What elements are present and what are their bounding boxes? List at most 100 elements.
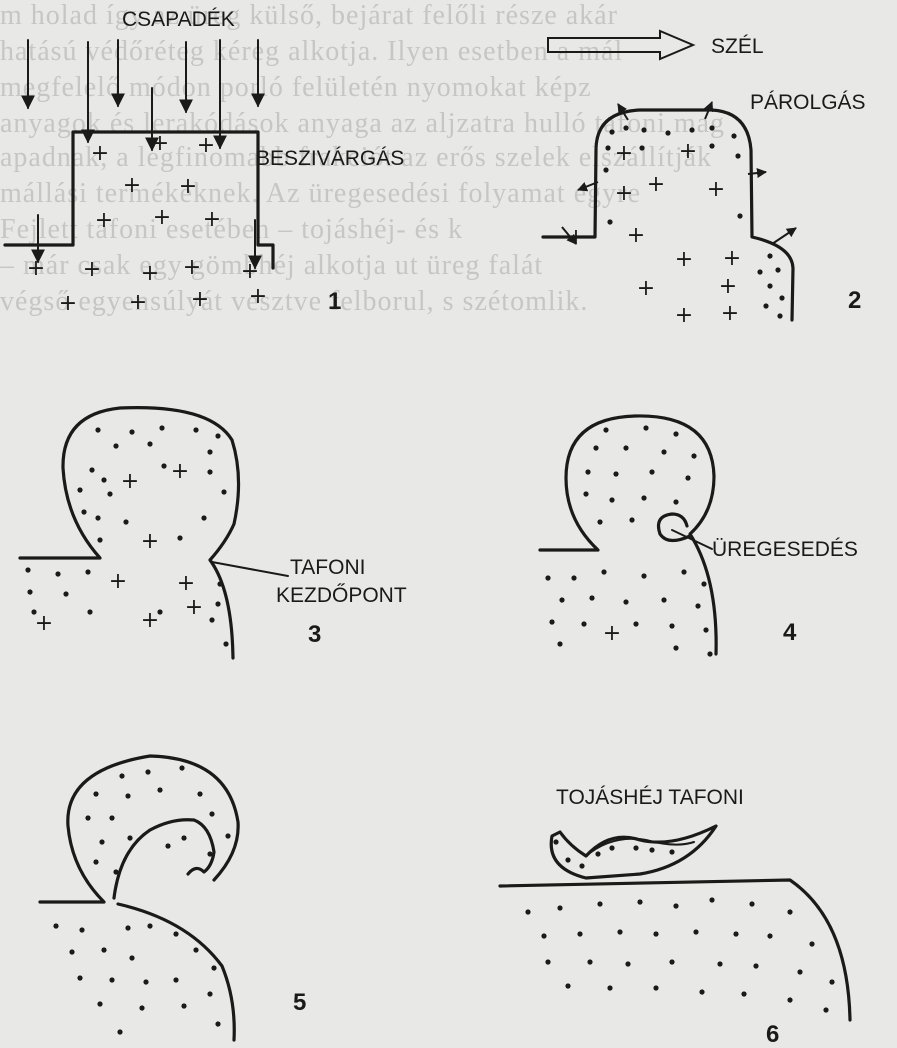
salt-grain-dot [623, 125, 628, 130]
salt-grain-dot [95, 515, 100, 520]
salt-grain-dot [107, 491, 112, 496]
salt-grain-dot [211, 965, 216, 970]
salt-grain-dot [225, 833, 230, 838]
moisture-plus-mark: + [203, 207, 221, 232]
moisture-plus-mark: + [627, 223, 645, 248]
panel-4-hollowing: ÜREGESEDÉS 4 + [540, 416, 858, 657]
tafoni-start-pointer [212, 562, 288, 576]
salt-grain-dot [99, 839, 104, 844]
wind-arrow [548, 31, 693, 59]
salt-grain-dot [661, 597, 666, 602]
salt-grain-dot [207, 469, 212, 474]
salt-grain-dot [665, 130, 670, 135]
moisture-plus-mark: + [675, 303, 693, 328]
salt-grain-dot [559, 597, 564, 602]
salt-grain-dot [87, 609, 92, 614]
moisture-plus-mark: + [719, 274, 737, 299]
salt-grain-dot [787, 997, 792, 1002]
salt-grain-dot [77, 487, 82, 492]
moisture-plus-mark: + [91, 141, 109, 166]
salt-grain-dot [605, 145, 610, 150]
salt-grain-dot [113, 869, 118, 874]
salt-grain-dot [63, 591, 68, 596]
salt-grain-dot [215, 1021, 220, 1026]
panel-4-salt-grains [545, 425, 712, 656]
salt-grain-dot [79, 927, 84, 932]
salt-grain-dot [101, 947, 106, 952]
salt-grain-dot [717, 961, 722, 966]
salt-grain-dot [629, 517, 634, 522]
salt-grain-dot [125, 793, 130, 798]
salt-grain-dot [653, 985, 658, 990]
salt-grain-dot [557, 641, 562, 646]
salt-grain-dot [653, 931, 658, 936]
salt-grain-dot [689, 127, 694, 132]
moisture-plus-mark: + [567, 225, 585, 250]
salt-grain-dot [731, 133, 736, 138]
panel-3-moisture-marks: ++++++++ [35, 459, 203, 636]
salt-grain-dot [545, 959, 550, 964]
panel-number-5: 5 [293, 989, 306, 1016]
panel-5-advanced-hollow: 5 [40, 756, 306, 1040]
salt-grain-dot [97, 1001, 102, 1006]
salt-grain-dot [673, 499, 678, 504]
panel-5-rock-outline [40, 756, 238, 902]
panel-number-2: 2 [848, 287, 861, 314]
salt-grain-dot [641, 127, 646, 132]
panel-6-ground-outline [500, 880, 850, 1020]
salt-grain-dot [553, 839, 558, 844]
salt-grain-dot [77, 975, 82, 980]
salt-grain-dot [763, 303, 768, 308]
salt-grain-dot [607, 985, 612, 990]
moisture-plus-mark: + [177, 571, 195, 596]
moisture-plus-mark: + [121, 469, 139, 494]
salt-grain-dot [181, 835, 186, 840]
salt-grain-dot [633, 845, 638, 850]
salt-grain-dot [53, 923, 58, 928]
salt-grain-dot [669, 959, 674, 964]
salt-grain-dot [609, 845, 614, 850]
salt-grain-dot [125, 925, 130, 930]
salt-grain-dot [557, 905, 562, 910]
salt-grain-dot [173, 977, 178, 982]
salt-grain-dot [165, 843, 170, 848]
panel-4-moisture-marks: + [603, 621, 621, 646]
salt-grain-dot [193, 427, 198, 432]
moisture-plus-mark: + [129, 290, 147, 315]
salt-grain-dot [173, 931, 178, 936]
moisture-plus-mark: + [153, 205, 171, 230]
salt-grain-dot [27, 589, 32, 594]
salt-grain-dot [127, 835, 132, 840]
salt-grain-dot [623, 599, 628, 604]
salt-grain-dot [643, 425, 648, 430]
salt-grain-dot [691, 453, 696, 458]
salt-grain-dot [709, 897, 714, 902]
salt-grain-dot [767, 933, 772, 938]
moisture-plus-mark: + [603, 621, 621, 646]
salt-grain-dot [681, 569, 686, 574]
salt-grain-dot [221, 489, 226, 494]
salt-grain-dot [613, 471, 618, 476]
salt-grain-dot [571, 575, 576, 580]
salt-grain-dot [695, 603, 700, 608]
moisture-plus-mark: + [723, 246, 741, 271]
salt-grain-dot [603, 427, 608, 432]
panel-number-1: 1 [328, 288, 341, 315]
salt-grain-dot [157, 787, 162, 792]
salt-grain-dot [661, 449, 666, 454]
salt-grain-dot [685, 475, 690, 480]
label-beszivargas: BESZIVÁRGÁS [256, 147, 404, 170]
salt-grain-dot [707, 651, 712, 656]
salt-grain-dot [673, 431, 678, 436]
salt-grain-dot [525, 909, 530, 914]
evaporation-arrow [772, 228, 796, 244]
salt-grain-dot [95, 427, 100, 432]
moisture-plus-mark: + [35, 611, 53, 636]
salt-grain-dot [623, 445, 628, 450]
salt-grain-dot [673, 903, 678, 908]
salt-grain-dot [673, 645, 678, 650]
salt-grain-dot [585, 469, 590, 474]
moisture-plus-mark: + [185, 595, 203, 620]
panel-number-3: 3 [308, 621, 321, 648]
